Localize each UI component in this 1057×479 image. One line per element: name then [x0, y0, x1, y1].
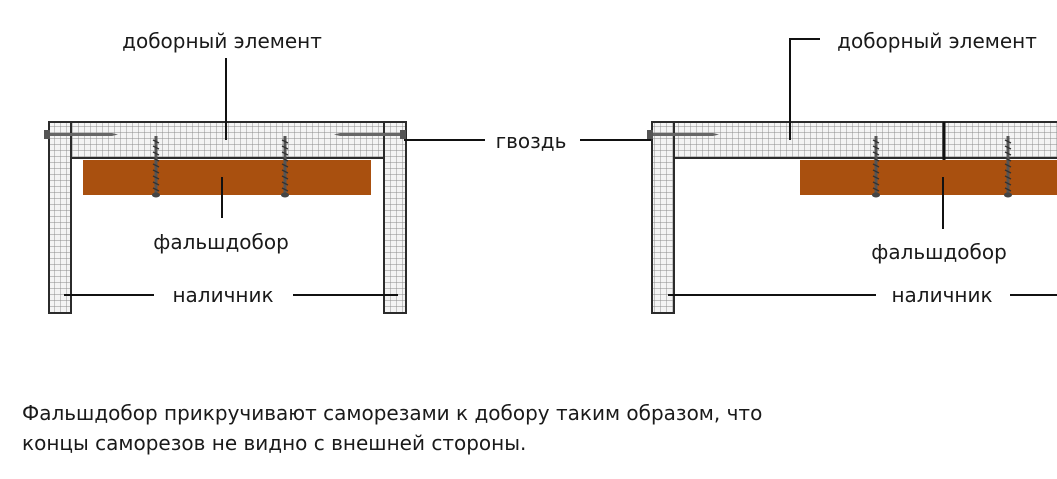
caption-line-1: Фальшдобор прикручивают саморезами к доб…	[22, 401, 763, 425]
left-false-extension-board	[83, 160, 371, 195]
right-false-extension-board	[800, 160, 1057, 195]
label-extension-right: доборный элемент	[837, 29, 1037, 53]
right-leaders	[580, 38, 1057, 296]
label-false-extension-left: фальшдобор	[153, 230, 289, 254]
label-casing-left: наличник	[172, 283, 273, 307]
label-nail: гвоздь	[496, 129, 567, 153]
left-leaders	[64, 58, 485, 296]
right-assembly	[647, 121, 1057, 314]
left-nail-left	[44, 130, 118, 139]
caption: Фальшдобор прикручивают саморезами к доб…	[22, 398, 1022, 458]
caption-line-2: концы саморезов не видно с внешней сторо…	[22, 431, 527, 455]
left-extension-board	[48, 121, 407, 159]
label-extension-left: доборный элемент	[122, 29, 322, 53]
right-extension-board	[651, 121, 1057, 159]
left-assembly	[44, 121, 407, 314]
right-casing	[651, 121, 675, 314]
left-nail-right	[334, 130, 406, 139]
left-casing-left	[48, 121, 72, 314]
label-false-extension-right: фальшдобор	[871, 240, 1007, 264]
left-casing-right	[383, 121, 407, 314]
right-nail	[647, 130, 719, 139]
label-casing-right: наличник	[891, 283, 992, 307]
